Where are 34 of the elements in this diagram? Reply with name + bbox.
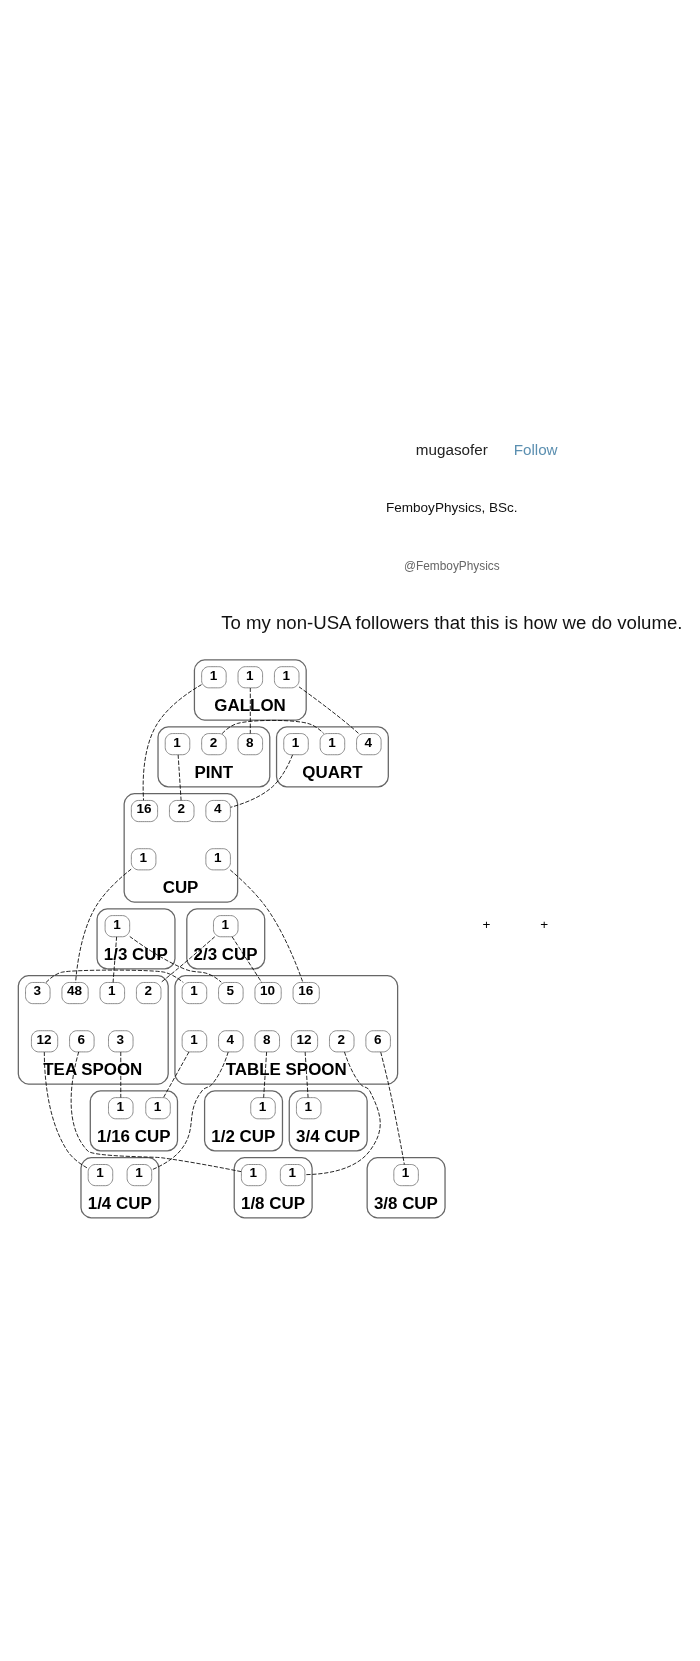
connector xyxy=(221,719,325,734)
node-box: 12 xyxy=(290,1030,319,1053)
connector xyxy=(129,936,222,983)
connector xyxy=(230,754,293,808)
connector xyxy=(151,1051,229,1171)
label: Follow xyxy=(513,441,558,459)
node-box: 10 xyxy=(254,982,282,1005)
connector xyxy=(112,936,118,983)
label: + xyxy=(482,917,491,933)
label: @FemboyPhysics xyxy=(404,558,500,573)
node-box: 12 xyxy=(31,1030,59,1053)
connector xyxy=(263,1051,268,1098)
connector xyxy=(380,1051,405,1165)
node-box: 48 xyxy=(61,982,89,1005)
connector xyxy=(142,684,202,801)
connector xyxy=(304,1051,381,1176)
connector xyxy=(229,869,304,983)
connector xyxy=(298,686,359,734)
connector xyxy=(43,1051,89,1169)
label: To my non-USA followers that this is how we do volume. xyxy=(221,612,683,634)
connector xyxy=(75,868,132,983)
node-box: 16 xyxy=(130,800,159,823)
connector xyxy=(45,969,184,983)
label: mugasofer xyxy=(415,441,488,459)
node-box: 16 xyxy=(292,982,320,1005)
connector xyxy=(249,687,251,734)
connector xyxy=(304,1051,309,1098)
connector xyxy=(163,1051,190,1098)
label: FemboyPhysics, BSc. xyxy=(386,500,518,516)
label: + xyxy=(540,917,549,933)
connector xyxy=(70,1051,242,1173)
connector xyxy=(120,1051,122,1098)
connector xyxy=(160,936,216,983)
connector xyxy=(177,754,182,801)
